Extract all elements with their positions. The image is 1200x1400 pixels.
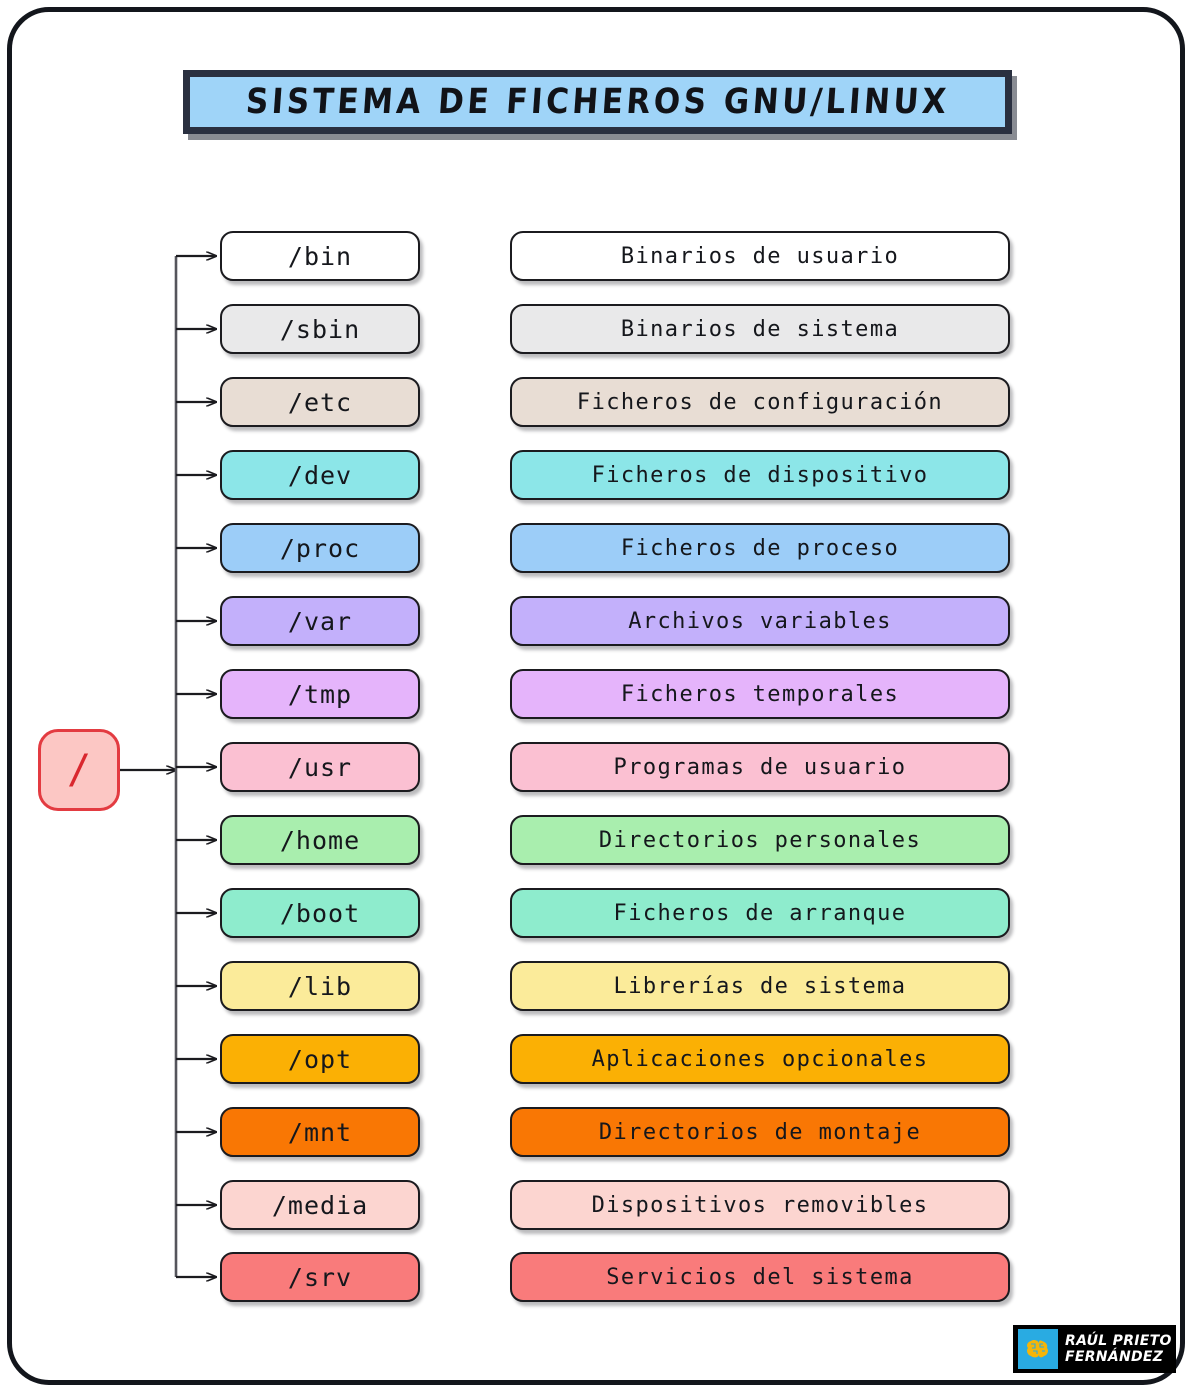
tree-row: /opt Aplicaciones opcionales <box>0 1034 1200 1084</box>
description-box[interactable]: Binarios de sistema <box>510 304 1010 354</box>
root-directory-label: / <box>66 747 92 793</box>
tree-row: /home Directorios personales <box>0 815 1200 865</box>
directory-label: /proc <box>279 533 361 563</box>
directory-label: /dev <box>287 460 353 490</box>
directory-label: /lib <box>287 971 353 1001</box>
description-box[interactable]: Servicios del sistema <box>510 1252 1010 1302</box>
description-box[interactable]: Ficheros de configuración <box>510 377 1010 427</box>
directory-box[interactable]: /srv <box>220 1252 420 1302</box>
tree-row: /tmp Ficheros temporales <box>0 669 1200 719</box>
description-label: Programas de usuario <box>613 754 907 780</box>
description-label: Directorios personales <box>598 827 922 853</box>
page-title: SISTEMA DE FICHEROS GNU/LINUX <box>244 81 951 123</box>
tree-row: /mnt Directorios de montaje <box>0 1107 1200 1157</box>
diagram-title-box: SISTEMA DE FICHEROS GNU/LINUX <box>183 70 1012 134</box>
description-label: Servicios del sistema <box>606 1264 914 1290</box>
directory-label: /opt <box>287 1044 353 1074</box>
description-label: Archivos variables <box>628 608 892 634</box>
directory-label: /etc <box>287 387 353 417</box>
description-box[interactable]: Ficheros de proceso <box>510 523 1010 573</box>
description-label: Dispositivos removibles <box>591 1192 929 1218</box>
brain-circuit-icon <box>1018 1329 1058 1369</box>
author-name-line2: FERNÁNDEZ <box>1065 1349 1164 1365</box>
directory-label: /sbin <box>279 314 361 344</box>
directory-box[interactable]: /media <box>220 1180 420 1230</box>
tree-row: /usr Programas de usuario <box>0 742 1200 792</box>
description-label: Ficheros de dispositivo <box>591 462 929 488</box>
tree-row: /boot Ficheros de arranque <box>0 888 1200 938</box>
directory-label: /usr <box>287 752 353 782</box>
directory-box[interactable]: /home <box>220 815 420 865</box>
description-label: Binarios de usuario <box>620 243 900 269</box>
directory-box[interactable]: /tmp <box>220 669 420 719</box>
tree-row: /media Dispositivos removibles <box>0 1180 1200 1230</box>
tree-row: /etc Ficheros de configuración <box>0 377 1200 427</box>
directory-box[interactable]: /usr <box>220 742 420 792</box>
description-box[interactable]: Ficheros de dispositivo <box>510 450 1010 500</box>
tree-row: /var Archivos variables <box>0 596 1200 646</box>
author-name-line1: RAÚL PRIETO <box>1065 1333 1172 1349</box>
directory-box[interactable]: /bin <box>220 231 420 281</box>
tree-row: /bin Binarios de usuario <box>0 231 1200 281</box>
description-box[interactable]: Archivos variables <box>510 596 1010 646</box>
directory-box[interactable]: /lib <box>220 961 420 1011</box>
author-name: RAÚL PRIETO FERNÁNDEZ <box>1065 1333 1172 1365</box>
description-box[interactable]: Ficheros de arranque <box>510 888 1010 938</box>
directory-label: /boot <box>279 898 361 928</box>
directory-label: /var <box>287 606 353 636</box>
directory-box[interactable]: /dev <box>220 450 420 500</box>
description-box[interactable]: Programas de usuario <box>510 742 1010 792</box>
description-box[interactable]: Binarios de usuario <box>510 231 1010 281</box>
description-box[interactable]: Dispositivos removibles <box>510 1180 1010 1230</box>
description-box[interactable]: Directorios personales <box>510 815 1010 865</box>
description-label: Ficheros temporales <box>620 681 900 707</box>
directory-label: /media <box>271 1190 369 1220</box>
directory-box[interactable]: /boot <box>220 888 420 938</box>
directory-label: /home <box>279 825 361 855</box>
description-label: Directorios de montaje <box>598 1119 922 1145</box>
description-label: Binarios de sistema <box>620 316 900 342</box>
tree-row: /dev Ficheros de dispositivo <box>0 450 1200 500</box>
directory-label: /bin <box>287 241 353 271</box>
directory-box[interactable]: /var <box>220 596 420 646</box>
tree-row: /proc Ficheros de proceso <box>0 523 1200 573</box>
description-label: Aplicaciones opcionales <box>591 1046 929 1072</box>
description-box[interactable]: Directorios de montaje <box>510 1107 1010 1157</box>
directory-box[interactable]: /sbin <box>220 304 420 354</box>
directory-box[interactable]: /mnt <box>220 1107 420 1157</box>
description-label: Ficheros de arranque <box>613 900 907 926</box>
author-logo-badge: RAÚL PRIETO FERNÁNDEZ <box>1013 1325 1176 1373</box>
directory-label: /mnt <box>287 1117 353 1147</box>
tree-row: /srv Servicios del sistema <box>0 1252 1200 1302</box>
directory-label: /tmp <box>287 679 353 709</box>
tree-row: /sbin Binarios de sistema <box>0 304 1200 354</box>
directory-box[interactable]: /etc <box>220 377 420 427</box>
description-box[interactable]: Ficheros temporales <box>510 669 1010 719</box>
directory-box[interactable]: /opt <box>220 1034 420 1084</box>
description-box[interactable]: Aplicaciones opcionales <box>510 1034 1010 1084</box>
directory-label: /srv <box>287 1262 353 1292</box>
description-box[interactable]: Librerías de sistema <box>510 961 1010 1011</box>
root-directory-node[interactable]: / <box>38 729 120 811</box>
description-label: Ficheros de configuración <box>576 389 944 415</box>
description-label: Librerías de sistema <box>613 973 907 999</box>
directory-box[interactable]: /proc <box>220 523 420 573</box>
description-label: Ficheros de proceso <box>620 535 900 561</box>
tree-row: /lib Librerías de sistema <box>0 961 1200 1011</box>
